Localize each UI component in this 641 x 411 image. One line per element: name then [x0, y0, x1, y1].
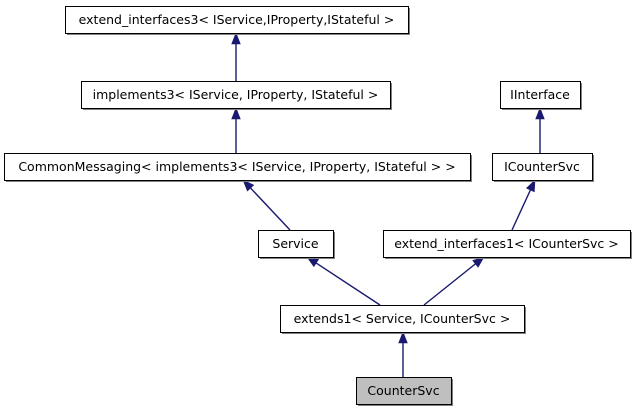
edge-icountersvc-to-iinterface: [535, 107, 545, 153]
node-icountersvc[interactable]: ICounterSvc: [492, 153, 595, 183]
node-label: extend_interfaces3< IService,IProperty,I…: [79, 12, 395, 27]
node-box[interactable]: [383, 230, 631, 258]
edge-arrowhead: [398, 331, 408, 344]
node-label: CounterSvc: [367, 383, 439, 398]
edge-extends1-to-extend_interfaces1: [423, 256, 485, 306]
edge-implements3-to-extend_interfaces3: [231, 32, 241, 81]
node-label: CommonMessaging< implements3< IService, …: [18, 159, 455, 174]
edge-extends1-to-service: [306, 256, 381, 306]
node-box[interactable]: [81, 81, 391, 109]
edge-arrowhead: [525, 179, 536, 193]
edge-line: [248, 186, 291, 231]
node-label: implements3< IService, IProperty, IState…: [93, 87, 379, 102]
node-box[interactable]: [280, 305, 525, 333]
node-label: extend_interfaces1< ICounterSvc >: [394, 236, 619, 251]
node-implements3[interactable]: implements3< IService, IProperty, IState…: [81, 81, 393, 111]
node-label: ICounterSvc: [504, 159, 580, 174]
edge-arrowhead: [231, 32, 241, 45]
node-box[interactable]: [356, 377, 452, 405]
edge-countersvc-to-extends1: [398, 331, 408, 377]
edge-line: [314, 261, 381, 306]
edge-arrowhead: [242, 179, 255, 192]
node-extend_interfaces1[interactable]: extend_interfaces1< ICounterSvc >: [383, 230, 633, 260]
edge-commonmessaging-to-implements3: [231, 107, 241, 153]
node-label: extends1< Service, ICounterSvc >: [294, 311, 511, 326]
node-extend_interfaces3[interactable]: extend_interfaces3< IService,IProperty,I…: [65, 6, 411, 36]
node-label: IInterface: [510, 87, 570, 102]
node-iinterface[interactable]: IInterface: [500, 81, 583, 111]
node-commonmessaging[interactable]: CommonMessaging< implements3< IService, …: [4, 153, 473, 183]
edge-arrowhead: [231, 107, 241, 120]
edges-layer: [231, 32, 545, 377]
node-box[interactable]: [65, 6, 409, 34]
node-box[interactable]: [492, 153, 593, 181]
node-label: Service: [272, 236, 319, 251]
node-box[interactable]: [4, 153, 471, 181]
node-box[interactable]: [258, 230, 334, 258]
node-box[interactable]: [500, 81, 581, 109]
nodes-layer: extend_interfaces3< IService,IProperty,I…: [4, 6, 633, 407]
node-extends1[interactable]: extends1< Service, ICounterSvc >: [280, 305, 527, 335]
node-service[interactable]: Service: [258, 230, 336, 260]
edge-service-to-commonmessaging: [242, 179, 291, 231]
edge-arrowhead: [535, 107, 545, 120]
edge-line: [423, 262, 478, 306]
edge-extend_interfaces1-to-icountersvc: [511, 179, 536, 231]
edge-line: [511, 187, 532, 231]
node-countersvc[interactable]: CounterSvc: [356, 377, 454, 407]
